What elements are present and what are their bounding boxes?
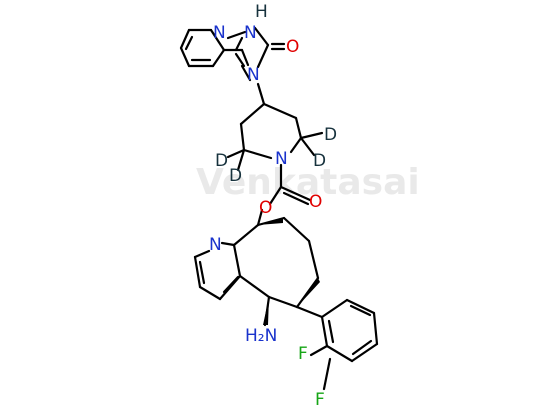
atom-d-right-lower: D — [313, 151, 326, 171]
atom-n-piperidine: N — [275, 149, 288, 169]
atom-o-carbonyl-top: O — [286, 37, 299, 57]
atom-labels: N N H O N N D D D D O O N H₂N F F — [209, 2, 337, 410]
atom-d-right-upper: D — [324, 125, 337, 145]
atom-d-left-lower: D — [229, 166, 242, 186]
atom-h-imidazole: H — [255, 2, 268, 22]
atom-n-imidazole-sub: N — [247, 65, 260, 85]
watermark: Venkatasai — [196, 162, 420, 203]
bonds — [179, 26, 379, 391]
atom-o-carbonyl-ester: O — [309, 192, 322, 212]
atom-n-pyridine-top: N — [213, 23, 226, 43]
atom-n-pyridine-bottom: N — [209, 235, 222, 255]
atom-nh2: H₂N — [245, 326, 277, 346]
stereo-bonds — [258, 219, 320, 325]
atom-n-imidazole-h: N — [244, 23, 257, 43]
atom-f-lower: F — [315, 390, 325, 410]
atom-o-ester: O — [259, 198, 272, 218]
atom-f-upper: F — [298, 344, 308, 364]
atom-d-left-upper: D — [215, 151, 228, 171]
